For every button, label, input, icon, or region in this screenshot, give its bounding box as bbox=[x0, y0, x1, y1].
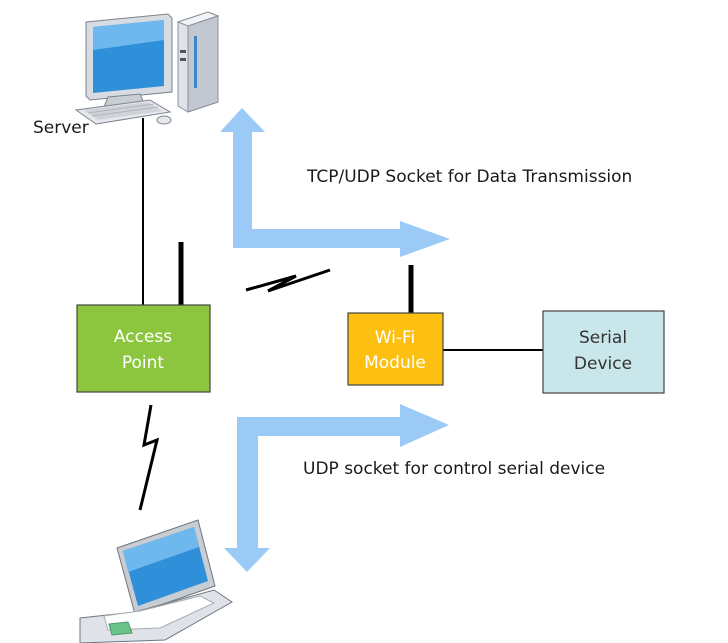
serial-device-label-line2: Device bbox=[574, 354, 632, 374]
wireless-link-icon bbox=[245, 268, 331, 293]
wifi-module-label-line1: Wi-Fi bbox=[375, 328, 416, 348]
serial-device-label-line1: Serial bbox=[579, 328, 627, 348]
tcp-udp-label: TCP/UDP Socket for Data Transmission bbox=[306, 167, 632, 187]
access-point-label-line2: Point bbox=[122, 353, 165, 373]
serial-device-node: Serial Device bbox=[542, 310, 665, 394]
tcp-udp-arrow bbox=[220, 108, 450, 257]
server-label: Server bbox=[33, 118, 89, 138]
wireless-link-icon-laptop bbox=[138, 404, 160, 511]
access-point-label-line1: Access bbox=[114, 327, 172, 347]
udp-control-label: UDP socket for control serial device bbox=[303, 459, 605, 479]
desktop-computer-icon bbox=[74, 11, 220, 125]
laptop-icon bbox=[79, 519, 233, 643]
wifi-module-node: Wi-Fi Module bbox=[347, 312, 444, 386]
wifi-module-label-line2: Module bbox=[364, 353, 426, 373]
udp-control-arrow bbox=[224, 404, 449, 572]
access-point-node: Access Point bbox=[76, 304, 211, 393]
